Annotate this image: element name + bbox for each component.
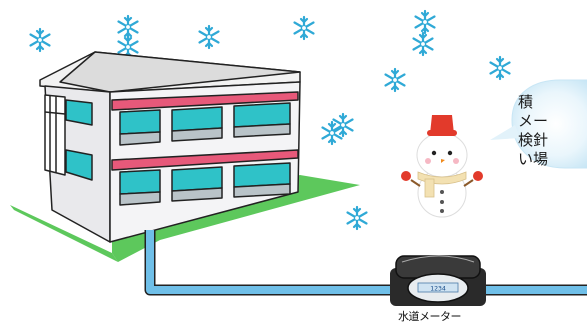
snowflake-icon xyxy=(386,69,405,91)
snowflake-icon xyxy=(119,16,138,38)
snowflake-icon xyxy=(491,57,510,79)
meter-label: 水道メーター xyxy=(398,308,461,324)
snowflake-icon xyxy=(414,33,433,55)
snowflake-icon xyxy=(348,207,367,229)
snowflake-icon xyxy=(31,29,50,51)
snowflake-icon xyxy=(334,114,353,136)
water-meter-icon: 1234 xyxy=(390,256,486,306)
snowflake-icon xyxy=(295,17,314,39)
snowflake-icon xyxy=(416,11,435,33)
bubble-text: 積 メー 検針 い場 xyxy=(518,93,587,169)
meter-digits: 1234 xyxy=(430,285,446,293)
building-icon xyxy=(40,52,300,242)
snowflake-icon xyxy=(200,26,219,48)
snowman-icon xyxy=(401,115,483,217)
snowflake-icon xyxy=(323,122,342,144)
water-pipe-icon xyxy=(150,230,587,290)
